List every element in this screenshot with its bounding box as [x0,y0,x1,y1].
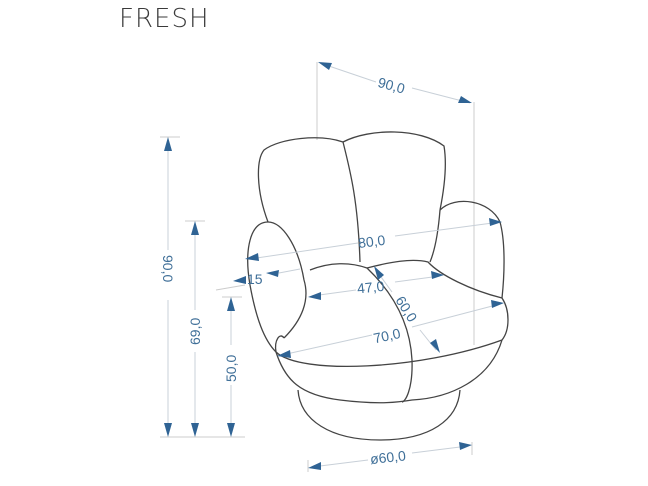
label-armrest-height: 69,0 [187,318,203,345]
label-base-diameter: ø60,0 [369,447,406,467]
label-armrest-width: 15 [247,271,263,287]
product-title: FRESH [119,4,210,34]
dim-seat-width [308,271,444,300]
chair-outline [247,131,509,441]
dim-width-total [318,62,472,104]
dim-height-total [164,137,172,437]
label-inner-width: 80,0 [357,232,386,251]
dim-seat-depth [374,266,440,353]
label-seat-width: 47,0 [356,278,385,297]
label-front-width: 70,0 [372,325,402,346]
dim-inner-width [245,218,502,261]
label-height-total: 90,0 [160,255,176,282]
dim-base-diameter [308,442,472,470]
label-seat-height: 50,0 [223,355,239,382]
dim-seat-height [227,297,235,437]
dim-front-width [277,300,504,358]
label-seat-depth: 60,0 [392,293,420,325]
label-width-total: 90,0 [376,74,407,97]
dim-armrest-height [191,221,199,437]
dim-armrest-width [233,268,301,284]
